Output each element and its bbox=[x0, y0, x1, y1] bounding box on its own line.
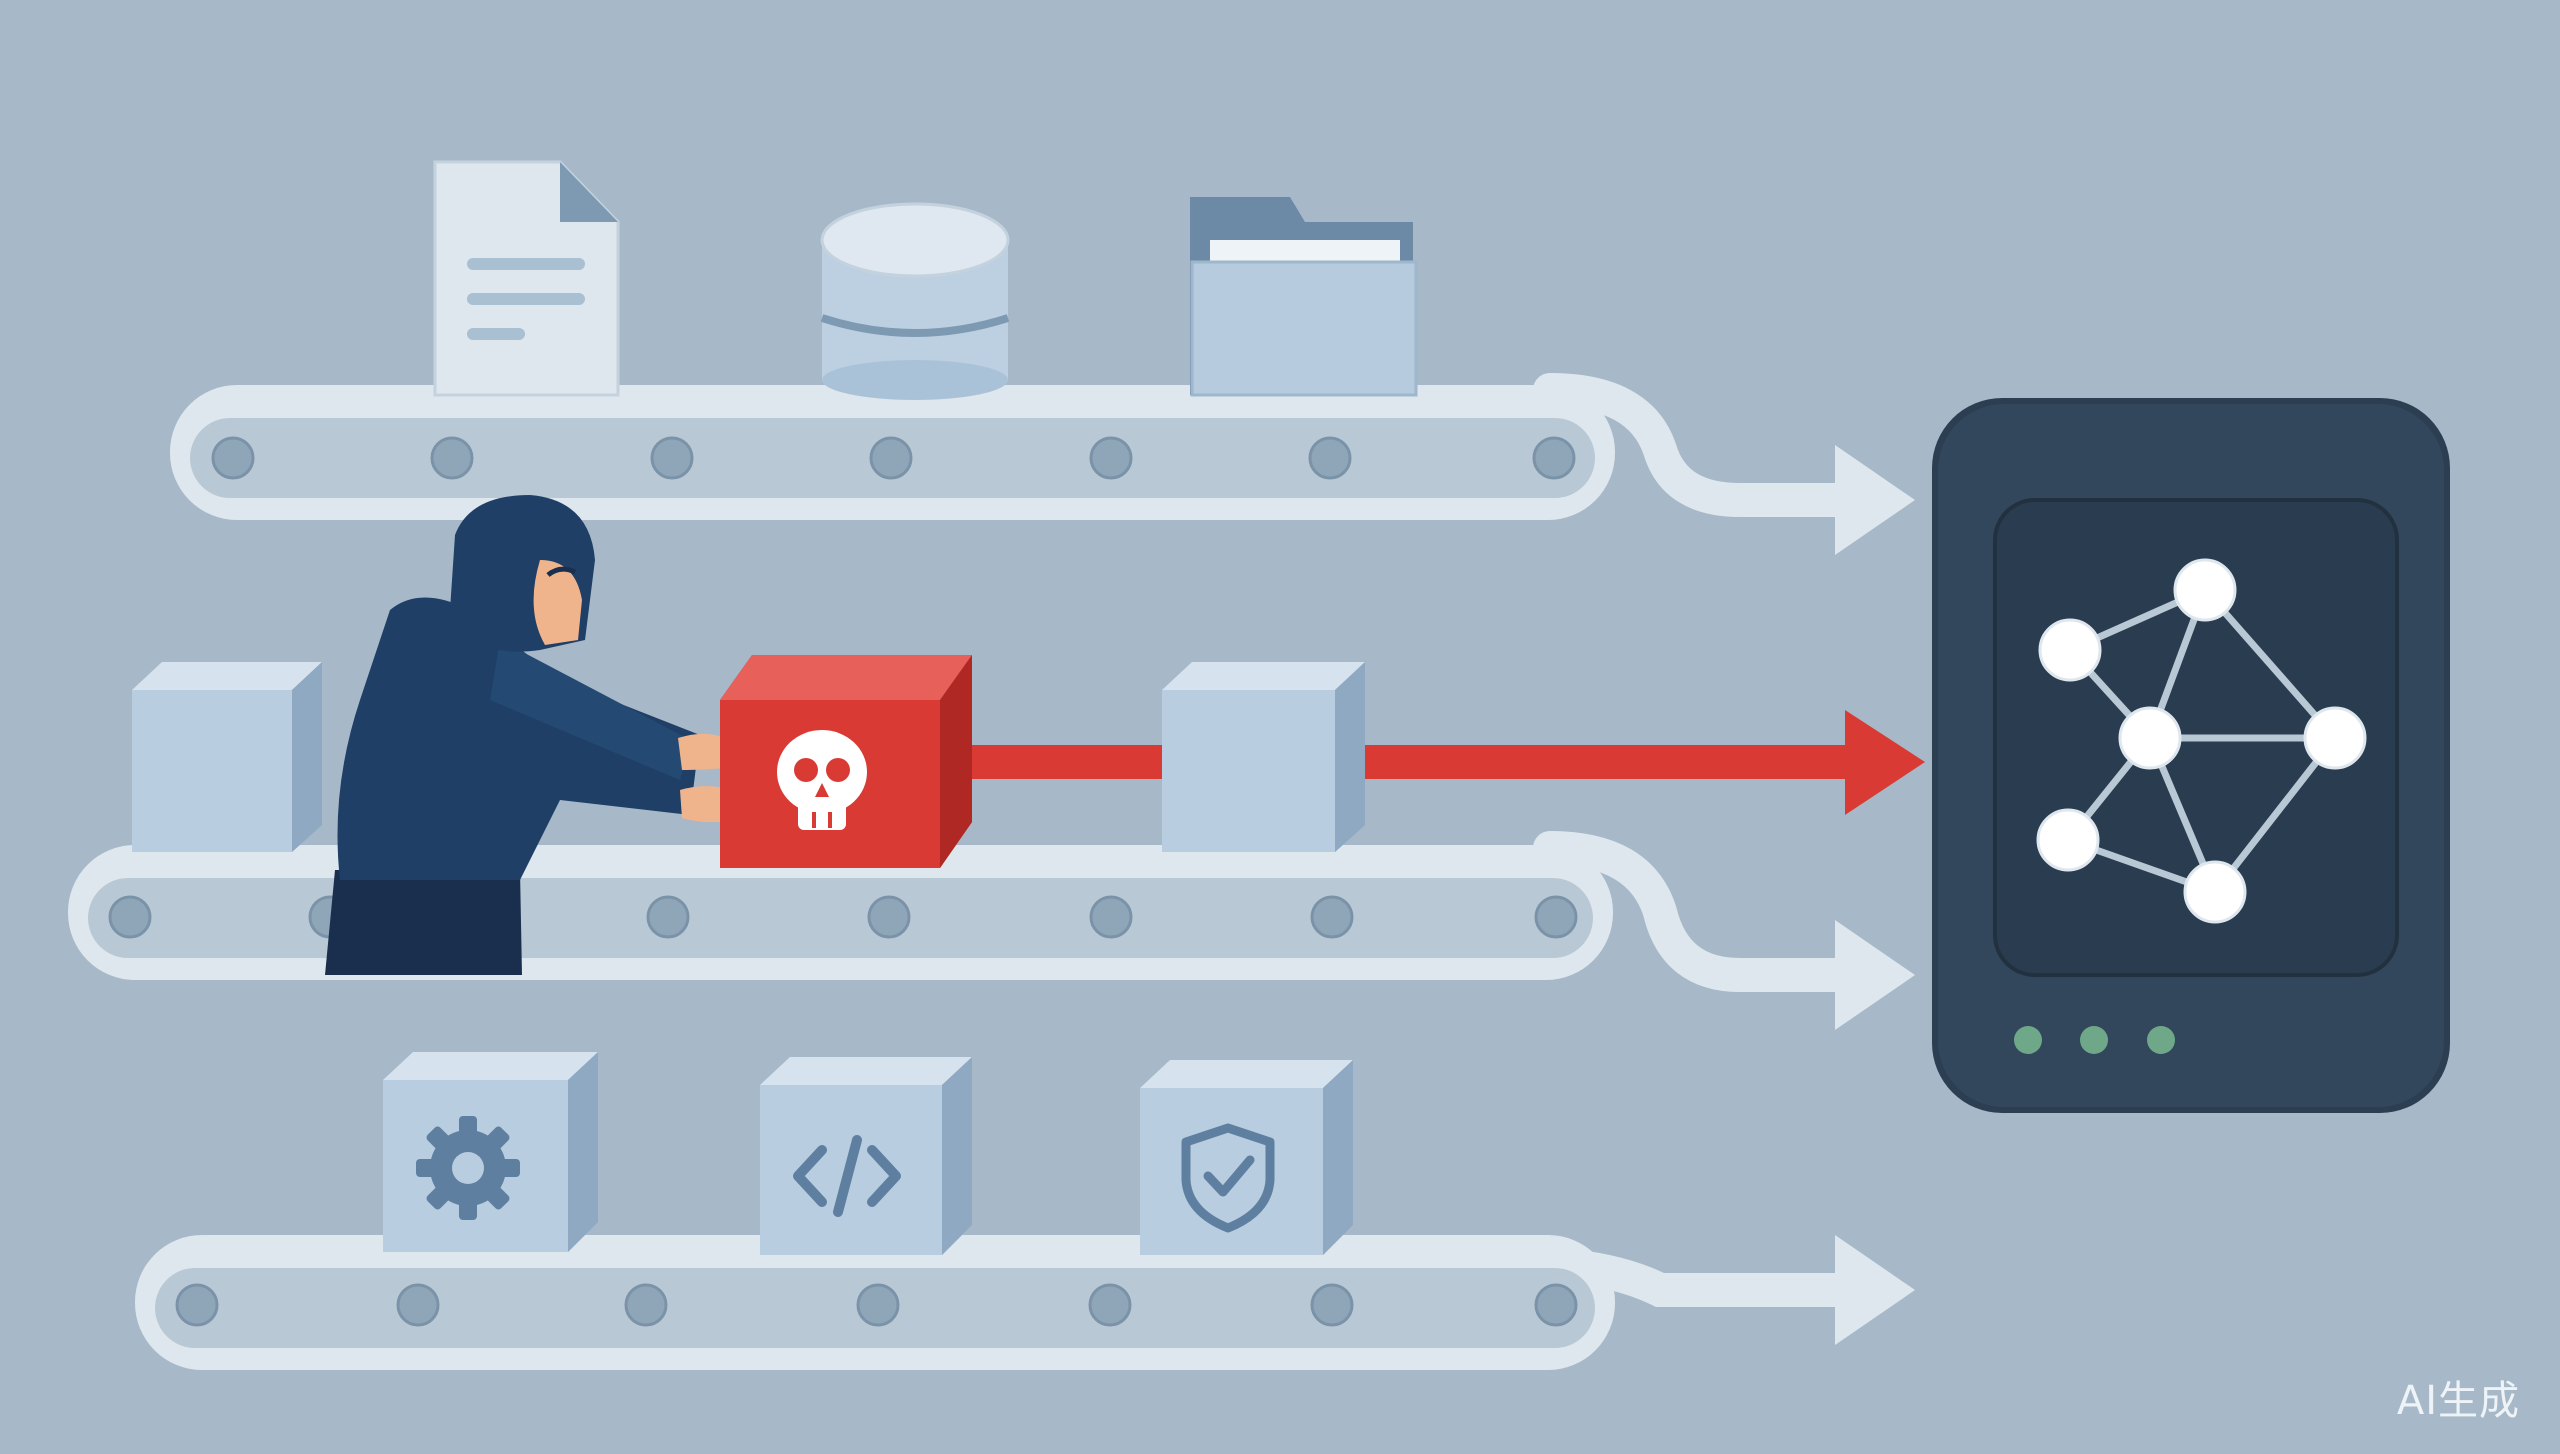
conveyor-middle-rollers bbox=[108, 895, 1578, 939]
status-leds bbox=[2014, 1026, 2175, 1054]
conveyor-bottom-arrowhead bbox=[1835, 1235, 1915, 1345]
poison-injection-arrow bbox=[960, 710, 1925, 815]
shield-cube bbox=[1140, 1060, 1353, 1255]
document-icon bbox=[433, 160, 620, 397]
database-icon bbox=[820, 202, 1010, 400]
conveyor-top-outflow bbox=[1533, 373, 1877, 517]
conveyor-middle-arrowhead bbox=[1835, 920, 1915, 1030]
folder-icon bbox=[1190, 197, 1418, 397]
conveyor-bottom-rollers bbox=[175, 1283, 1578, 1327]
conveyor-top-arrowhead bbox=[1835, 445, 1915, 555]
code-cube bbox=[760, 1057, 972, 1255]
watermark: AI生成 bbox=[2396, 1378, 2520, 1424]
conveyor-top bbox=[170, 373, 1915, 555]
conveyor-top-rollers bbox=[211, 436, 1576, 480]
gear-cube bbox=[383, 1052, 598, 1252]
skull-icon bbox=[777, 730, 867, 830]
neural-network-icon bbox=[2036, 558, 2367, 924]
ai-model-server bbox=[1932, 398, 2450, 1113]
poisoned-cube bbox=[720, 655, 972, 868]
gear-icon bbox=[416, 1116, 520, 1220]
shield-check-icon bbox=[1181, 1123, 1275, 1233]
conveyor-middle-outflow bbox=[1533, 831, 1877, 992]
plain-data-cube bbox=[1162, 662, 1365, 852]
hooded-attacker bbox=[325, 495, 745, 975]
conveyor-bottom bbox=[135, 1235, 1915, 1370]
plain-data-cube bbox=[132, 662, 322, 852]
code-icon bbox=[793, 1135, 901, 1217]
